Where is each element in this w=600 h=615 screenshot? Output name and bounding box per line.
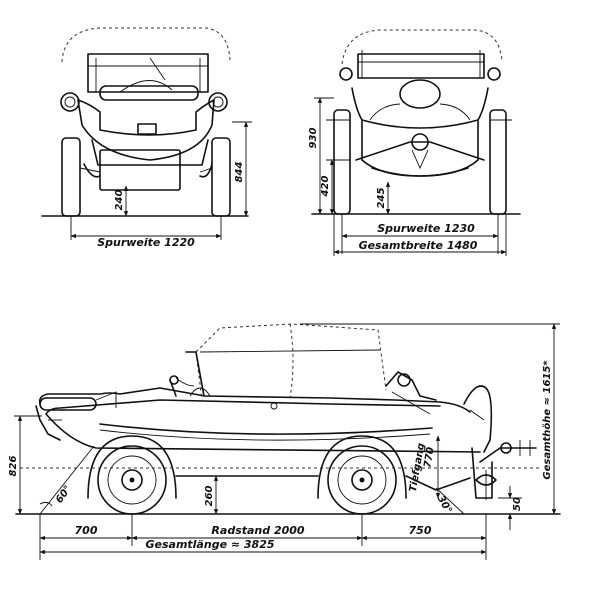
front-height-label: 844 bbox=[234, 162, 245, 183]
side-front-height-label: 826 bbox=[8, 456, 19, 477]
rear-overall-width-label: Gesamtbreite 1480 bbox=[359, 239, 478, 252]
front-clearance-label: 240 bbox=[114, 190, 125, 211]
side-propeller-drop-label: 50 bbox=[512, 497, 523, 511]
side-overall-height-label: Gesamthöhe ≈ 1615* bbox=[542, 360, 553, 480]
side-wheelbase-label: Radstand 2000 bbox=[211, 524, 304, 537]
rear-height-upper-label: 930 bbox=[308, 128, 319, 149]
side-view bbox=[14, 323, 561, 560]
side-overall-length-label: Gesamtlänge ≈ 3825 bbox=[145, 538, 274, 551]
rear-clearance-label: 245 bbox=[376, 188, 387, 209]
side-rear-overhang-label: 750 bbox=[409, 524, 432, 537]
side-draft-value: 770 bbox=[422, 446, 436, 469]
rear-track-label: Spurweite 1230 bbox=[377, 222, 475, 235]
rear-view bbox=[311, 29, 521, 256]
side-front-overhang-label: 700 bbox=[75, 524, 98, 537]
front-track-label: Spurweite 1220 bbox=[97, 236, 195, 249]
front-view bbox=[41, 27, 252, 240]
side-clearance-label: 260 bbox=[204, 486, 215, 507]
rear-height-lower-label: 420 bbox=[320, 176, 331, 198]
